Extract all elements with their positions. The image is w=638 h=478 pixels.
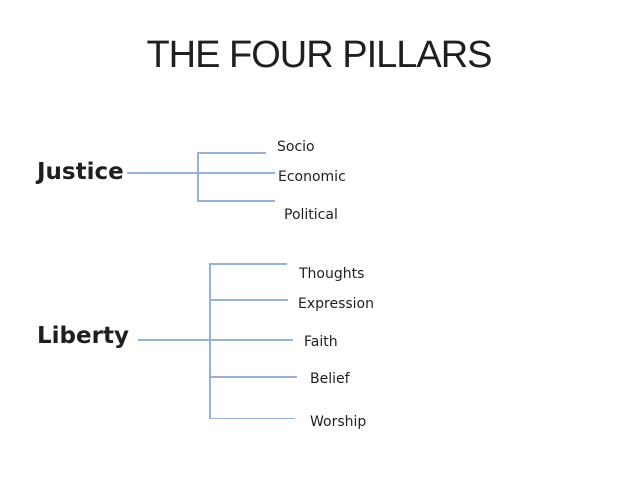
liberty-branch-line-thoughts (209, 263, 287, 265)
liberty-branch-line-worship (209, 417, 295, 419)
pillar-label-justice: Justice (37, 159, 124, 185)
liberty-main-connector-line (138, 339, 293, 341)
liberty-branch-line-expression (209, 299, 288, 301)
liberty-branch-line-belief (209, 376, 297, 378)
liberty-item-belief: Belief (310, 371, 350, 387)
justice-vertical-connector-line (197, 152, 199, 202)
justice-item-socio: Socio (277, 139, 315, 155)
slide-title: THE FOUR PILLARS (146, 34, 492, 76)
justice-branch-line-socio (197, 152, 266, 154)
liberty-item-thoughts: Thoughts (299, 266, 365, 282)
justice-item-political: Political (284, 207, 338, 223)
justice-item-economic: Economic (278, 169, 346, 185)
liberty-item-worship: Worship (310, 414, 367, 430)
liberty-item-faith: Faith (304, 334, 338, 350)
justice-branch-line-political (197, 200, 275, 202)
liberty-vertical-connector-line (209, 263, 211, 419)
liberty-item-expression: Expression (298, 296, 374, 312)
pillar-label-liberty: Liberty (37, 323, 129, 349)
justice-main-connector-line (127, 172, 275, 174)
